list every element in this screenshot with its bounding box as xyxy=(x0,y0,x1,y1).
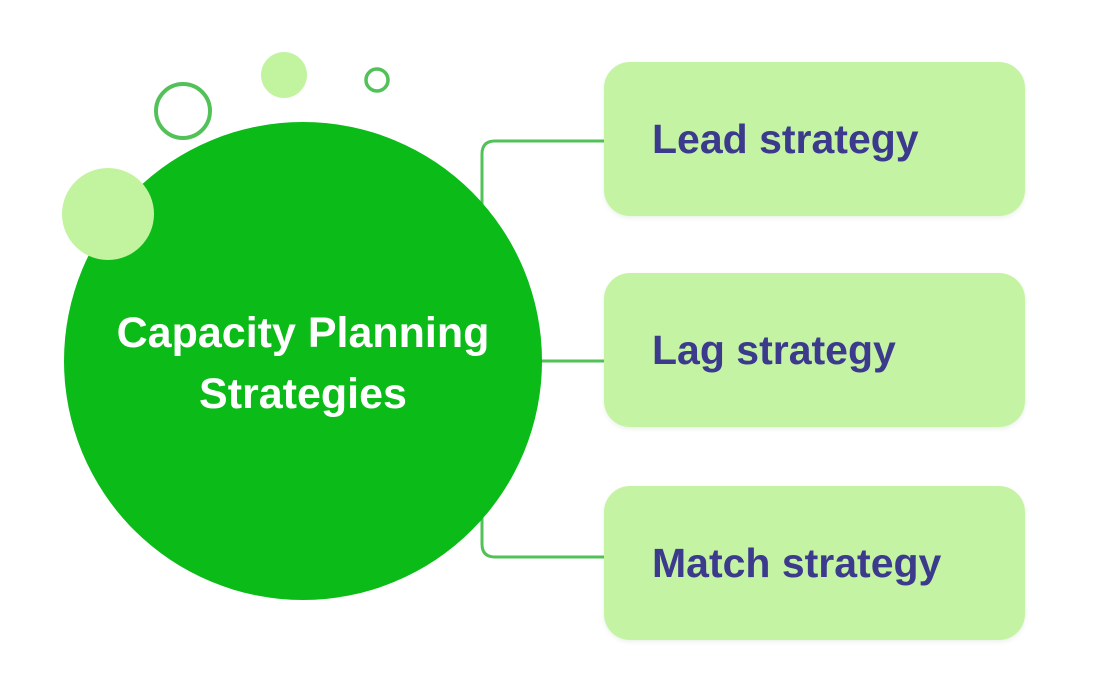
strategy-card-match-label: Match strategy xyxy=(652,539,942,586)
diagram-title: Capacity Planning Strategies xyxy=(63,303,543,425)
strategy-card-lead-label: Lead strategy xyxy=(652,115,919,162)
decoration-filled-dot-top-icon xyxy=(261,52,307,98)
decoration-small-ring-icon xyxy=(364,67,390,93)
strategy-card-match: Match strategy xyxy=(604,486,1025,640)
diagram-title-line-1: Capacity Planning xyxy=(116,309,490,357)
decoration-large-ring-icon xyxy=(154,82,212,140)
strategy-card-lag-label: Lag strategy xyxy=(652,326,896,373)
decoration-filled-dot-left-icon xyxy=(62,168,154,260)
diagram-title-line-2: Strategies xyxy=(199,370,407,418)
main-circle xyxy=(64,122,542,600)
strategy-card-lag: Lag strategy xyxy=(604,273,1025,427)
strategy-card-lead: Lead strategy xyxy=(604,62,1025,216)
